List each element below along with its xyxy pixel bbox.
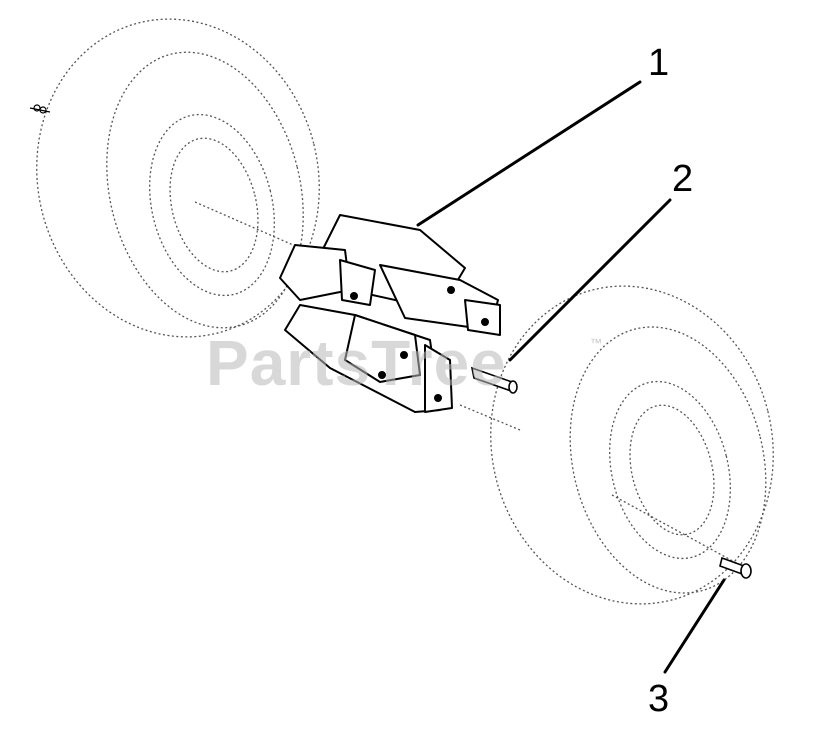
callout-2: 2 — [672, 158, 694, 200]
callout-leader-3 — [663, 578, 726, 674]
watermark-trademark: ™ — [590, 336, 602, 350]
clevis-pin — [470, 366, 518, 394]
axle-assembly — [279, 214, 501, 413]
callout-leader-2 — [508, 198, 672, 362]
spacer-part — [29, 104, 51, 114]
right-wheel — [459, 285, 774, 605]
callout-leader-1 — [416, 80, 642, 227]
callout-3: 3 — [648, 678, 670, 720]
wheel-bolt — [719, 556, 752, 579]
callout-1: 1 — [648, 42, 670, 84]
left-wheel — [36, 18, 320, 338]
watermark: PartsTree — [206, 327, 507, 399]
